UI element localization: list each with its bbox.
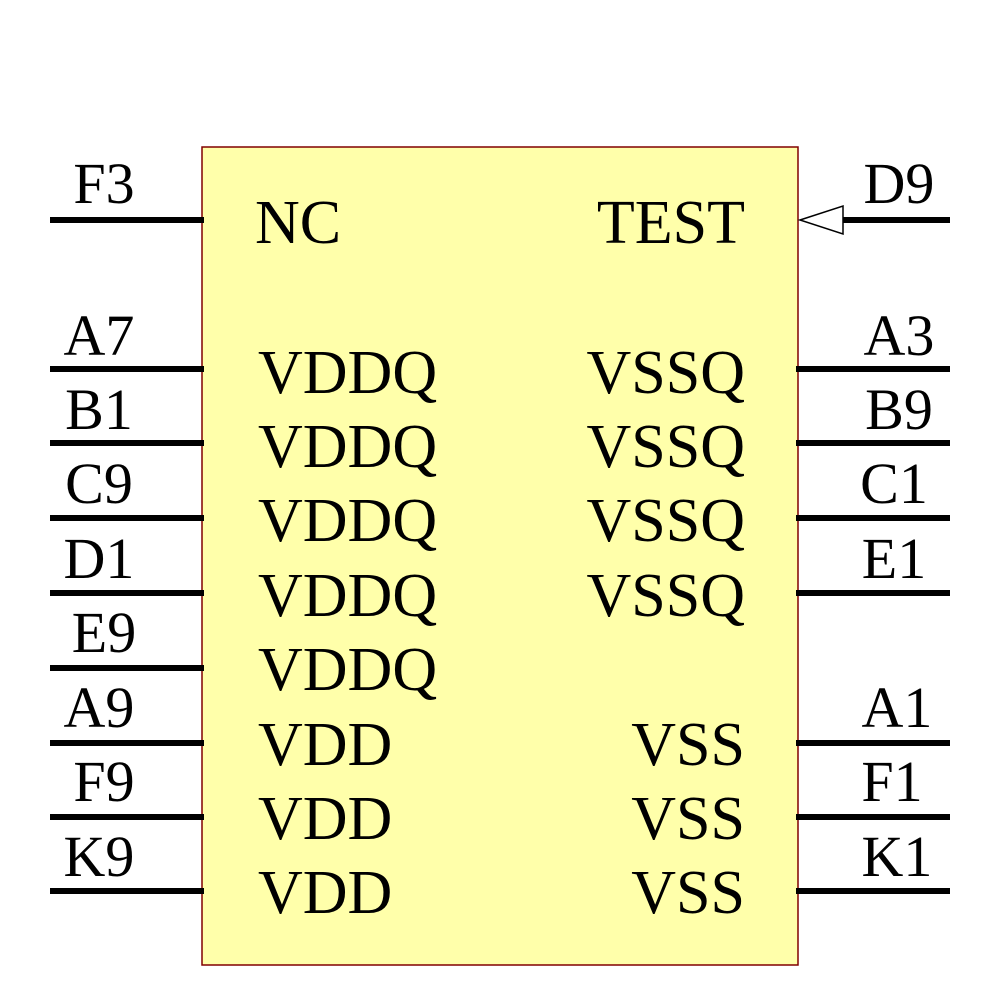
right-pin-F1: F1 VSS xyxy=(631,749,950,853)
pin-name: VDDQ xyxy=(258,487,437,555)
left-pin-D1: D1 VDDQ xyxy=(50,526,437,630)
pin-number: A3 xyxy=(864,303,935,368)
pin-name: VDDQ xyxy=(258,636,437,704)
pin-number: B1 xyxy=(65,377,133,442)
pin-number: F1 xyxy=(861,749,922,814)
pin-number: E1 xyxy=(862,526,926,591)
pin-name: VDD xyxy=(258,711,392,779)
left-pin-B1: B1 VDDQ xyxy=(50,377,437,481)
left-pin-A9: A9 VDD xyxy=(50,675,392,779)
left-pin-C9: C9 VDDQ xyxy=(50,451,437,555)
pin-name: VDDQ xyxy=(258,562,437,630)
right-pin-A1: A1 VSS xyxy=(631,675,950,779)
pin-name: NC xyxy=(255,189,341,257)
pin-number: E9 xyxy=(72,600,136,665)
pin-number: D1 xyxy=(64,526,135,591)
right-pin-A3: A3 VSSQ xyxy=(586,303,950,407)
pin-name: TEST xyxy=(597,189,745,257)
right-pin-E1: E1 VSSQ xyxy=(586,526,950,630)
pin-number: B9 xyxy=(865,377,933,442)
pin-number: A1 xyxy=(862,675,933,740)
pin-number: K9 xyxy=(64,824,135,889)
pin-name: VDD xyxy=(258,785,392,853)
right-pin-B9: B9 VSSQ xyxy=(586,377,950,481)
pin-name: VDD xyxy=(258,859,392,927)
pin-number: A7 xyxy=(64,303,135,368)
pin-number: A9 xyxy=(64,675,135,740)
component-body xyxy=(201,146,799,966)
pin-number: K1 xyxy=(862,824,933,889)
pin-name: VSS xyxy=(631,785,745,853)
pin-name: VSSQ xyxy=(586,487,745,555)
pin-name: VSSQ xyxy=(586,339,745,407)
pin-number: F3 xyxy=(73,151,134,216)
pin-name: VSS xyxy=(631,859,745,927)
pin-name: VSSQ xyxy=(586,562,745,630)
pin-name: VSS xyxy=(631,711,745,779)
pin-number: C1 xyxy=(860,451,928,516)
right-pin-K1: K1 VSS xyxy=(631,824,950,927)
left-pin-F3: F3 NC xyxy=(50,151,341,257)
input-arrow-icon xyxy=(797,204,844,236)
left-pin-F9: F9 VDD xyxy=(50,749,392,853)
left-pin-K9: K9 VDD xyxy=(50,824,392,927)
pin-number: F9 xyxy=(73,749,134,814)
right-pin-D9: D9 TEST xyxy=(597,151,950,257)
pin-number: D9 xyxy=(864,151,935,216)
right-pin-C1: C1 VSSQ xyxy=(586,451,950,555)
pin-name: VSSQ xyxy=(586,413,745,481)
left-pin-A7: A7 VDDQ xyxy=(50,303,437,407)
pin-name: VDDQ xyxy=(258,413,437,481)
pin-name: VDDQ xyxy=(258,339,437,407)
pin-number: C9 xyxy=(65,451,133,516)
left-pin-E9: E9 VDDQ xyxy=(50,600,437,704)
